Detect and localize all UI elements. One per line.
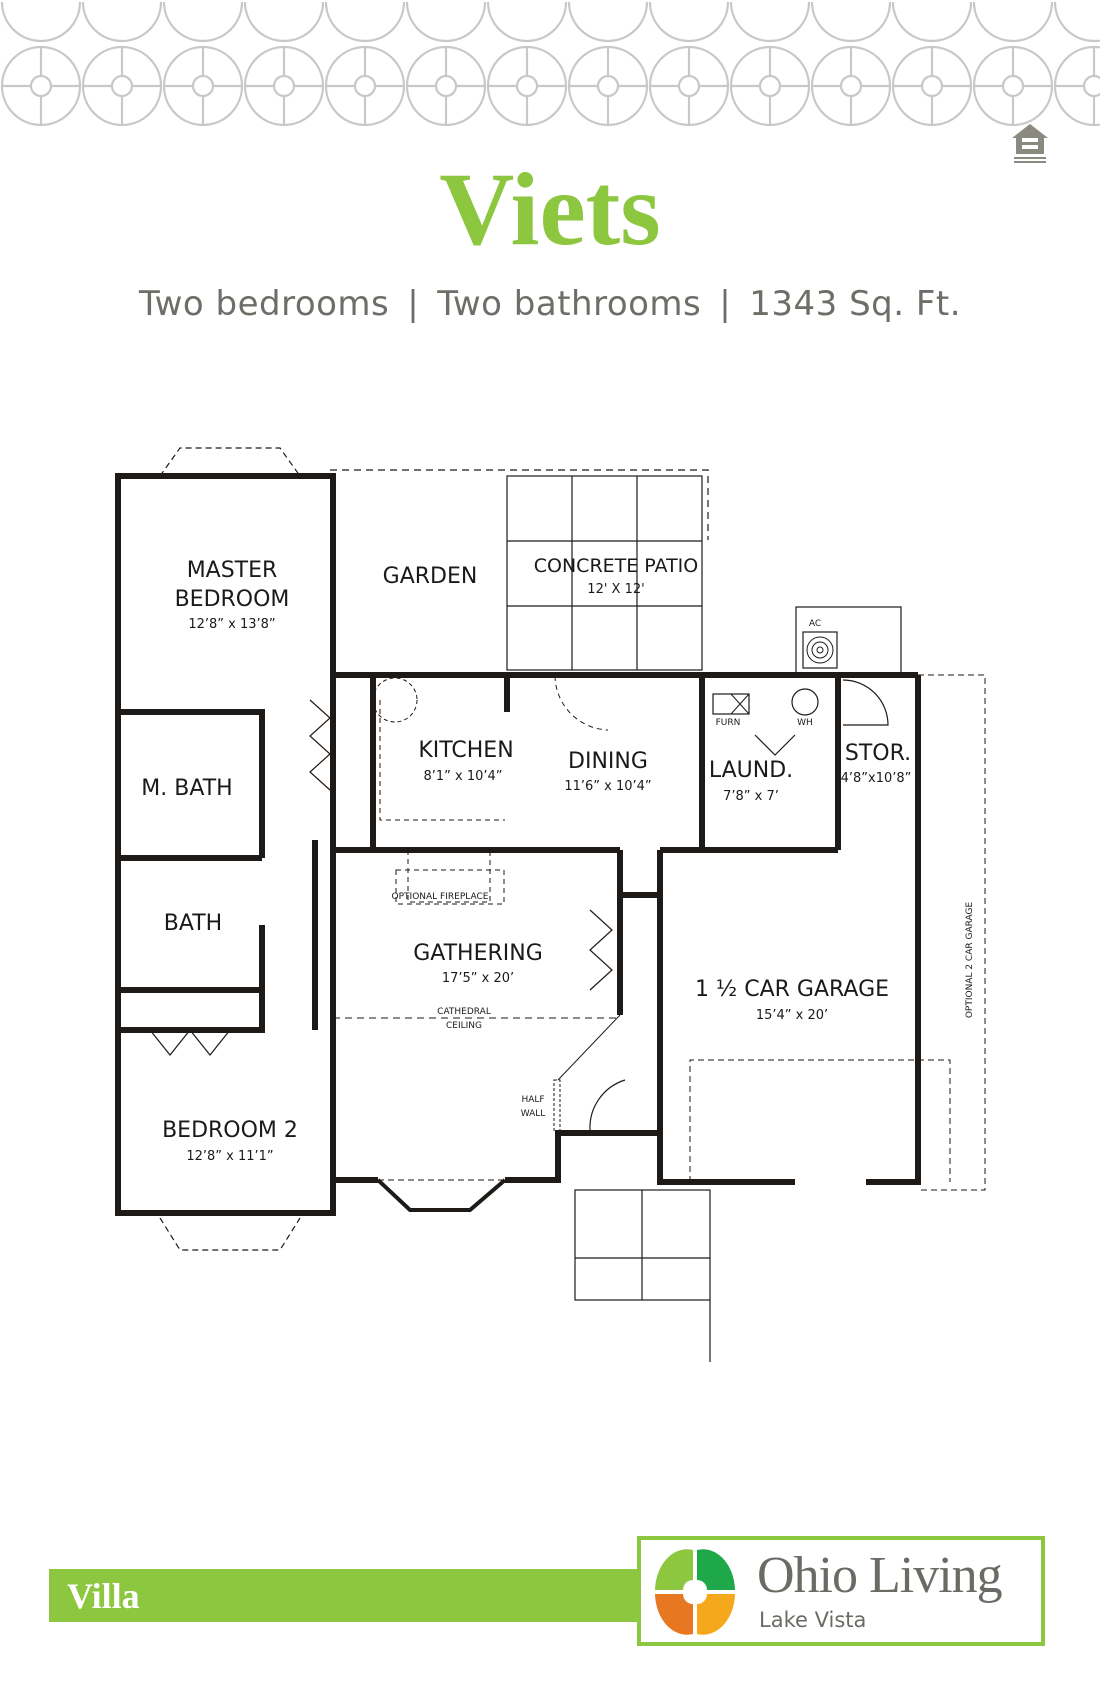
half-wall-label: HALF — [521, 1095, 544, 1105]
room-label-garage: 1 ½ CAR GARAGE — [695, 977, 889, 1002]
room-label-garden: GARDEN — [383, 564, 478, 589]
optional-garage-label: OPTIONAL 2 CAR GARAGE — [965, 902, 975, 1019]
room-label-patio: CONCRETE PATIO — [534, 555, 699, 577]
room-label-bedroom-2: BEDROOM 2 — [162, 1118, 298, 1143]
room-dims-dining: 11’6” x 10’4” — [564, 779, 651, 794]
room-dims-laundry: 7’8” x 7’ — [723, 789, 779, 804]
room-label-master-bath: M. BATH — [141, 776, 232, 801]
spec-separator: | — [719, 284, 732, 324]
room-dims-garage: 15’4” x 20’ — [756, 1008, 828, 1023]
room-label-master-bedroom: MASTER — [187, 558, 278, 583]
bathrooms-spec: Two bathrooms — [437, 284, 702, 324]
spec-separator: | — [407, 284, 420, 324]
plan-specs: Two bedrooms | Two bathrooms | 1343 Sq. Ft. — [0, 282, 1100, 326]
room-dims-gathering: 17’5” x 20’ — [442, 971, 514, 986]
plan-title: Viets — [439, 152, 661, 267]
room-label-bath: BATH — [164, 911, 222, 936]
water-heater-label: WH — [797, 718, 813, 728]
optional-fireplace-label: OPTIONAL FIREPLACE — [392, 892, 489, 902]
category-bar: Villa — [49, 1569, 649, 1622]
furnace-label: FURN — [716, 718, 741, 728]
room-label-gathering: GATHERING — [413, 941, 543, 966]
bedrooms-spec: Two bedrooms — [138, 284, 390, 324]
half-wall-label-2: WALL — [521, 1109, 546, 1119]
room-dims-kitchen: 8’1” x 10’4” — [423, 769, 502, 784]
ac-label: AC — [809, 619, 821, 629]
room-label-dining: DINING — [568, 749, 648, 774]
ohio-living-logo: Ohio Living Lake Vista — [637, 1536, 1045, 1646]
cathedral-ceiling-label-2: CEILING — [446, 1021, 482, 1031]
cathedral-ceiling-label: CATHEDRAL — [437, 1007, 491, 1017]
square-footage-spec: 1343 Sq. Ft. — [749, 284, 962, 324]
room-label-storage: STOR. — [845, 741, 911, 766]
equal-housing-opportunity-icon — [1012, 124, 1048, 163]
room-dims-bedroom-2: 12’8” x 11’1” — [186, 1149, 273, 1164]
category-label: Villa — [67, 1576, 140, 1616]
logo-location: Lake Vista — [759, 1608, 867, 1632]
room-dims-master-bedroom: 12’8” x 13’8” — [188, 617, 275, 632]
ohio-living-logo-mark-icon — [655, 1549, 735, 1635]
room-label-laundry: LAUND. — [709, 758, 793, 783]
room-label-master-bedroom-2: BEDROOM — [175, 587, 290, 612]
logo-name: Ohio Living — [757, 1547, 1003, 1604]
room-dims-patio: 12' X 12' — [587, 582, 644, 597]
room-dims-storage: 4’8”x10’8” — [841, 771, 912, 786]
room-label-kitchen: KITCHEN — [418, 738, 513, 763]
